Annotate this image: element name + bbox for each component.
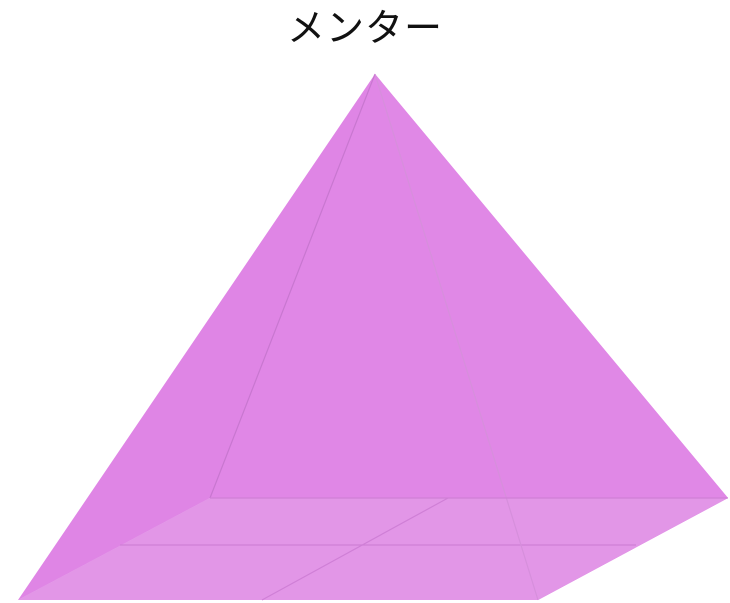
pyramid-diagram	[0, 0, 730, 603]
